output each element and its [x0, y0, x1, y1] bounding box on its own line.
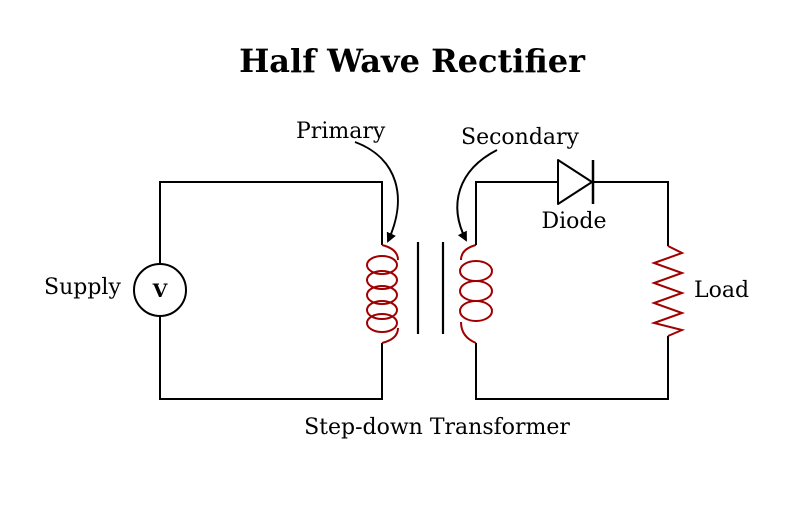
primary-top-wire	[159, 181, 383, 265]
diode-label: Diode	[541, 209, 606, 234]
transformer-core	[416, 242, 445, 334]
supply-voltmeter-icon: V	[133, 263, 187, 317]
voltmeter-symbol: V	[152, 280, 169, 302]
primary-circuit	[159, 181, 383, 400]
diagram-title: Half Wave Rectifier	[239, 42, 586, 80]
supply-label: Supply	[44, 275, 121, 300]
primary-label: Primary	[296, 119, 386, 144]
transformer-label: Step-down Transformer	[304, 415, 570, 440]
primary-bottom-wire	[159, 315, 383, 400]
load-label: Load	[694, 278, 749, 303]
secondary-top-left-wire	[475, 181, 558, 245]
secondary-label: Secondary	[461, 125, 580, 150]
load-resistor-icon	[650, 245, 686, 337]
secondary-arrow	[456, 149, 498, 242]
secondary-circuit	[475, 181, 669, 400]
primary-arrow	[354, 141, 399, 243]
primary-coil-icon	[366, 244, 399, 344]
secondary-bottom-wire	[475, 336, 669, 400]
diode-icon	[557, 159, 595, 205]
secondary-top-right-wire	[592, 181, 669, 246]
secondary-coil-icon	[459, 244, 493, 344]
